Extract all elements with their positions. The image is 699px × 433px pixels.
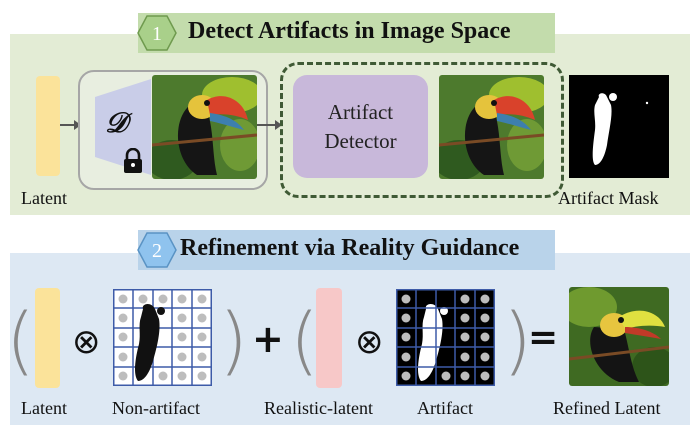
label-latent-top: Latent [21,188,67,208]
otimes-operator-1: ⊗ [72,322,101,362]
refined-latent-image [569,287,669,386]
latent-top [36,76,60,176]
non-artifact-grid [113,289,212,386]
step2-hexagon: 2 [137,232,177,268]
artifact-grid [396,289,495,386]
label-artifact-mask: Artifact Mask [558,188,659,208]
lock-icon [124,148,142,173]
artifact-detector: Artifact Detector [293,75,428,178]
latent-bottom [35,288,60,388]
decoded-image [152,75,257,179]
paren-open-1: ( [6,298,35,384]
detector-label-line1: Artifact [327,99,394,124]
equals-operator: = [528,317,559,358]
label-realistic-latent: Realistic-latent [264,398,373,418]
detector-dashed-box [280,62,564,198]
step2-title: Refinement via Reality Guidance [180,235,520,261]
step1-number: 1 [152,23,162,45]
label-non-artifact: Non-artifact [112,398,200,418]
arrow-latent-to-decoder [60,120,81,130]
paren-close-1: ) [219,298,248,384]
arrow-decoder-to-detector [257,120,282,130]
artifact-mask-image [569,75,669,178]
step1-title: Detect Artifacts in Image Space [188,18,511,44]
detector-label-line2: Detector [324,128,397,153]
label-refined-latent: Refined Latent [553,398,661,418]
plus-operator: + [252,317,284,361]
step2-number: 2 [152,240,162,262]
label-latent-bottom: Latent [21,398,67,418]
step1-hexagon: 1 [137,15,177,51]
paren-open-2: ( [290,298,319,384]
label-artifact: Artifact [417,398,473,418]
paren-close-2: ) [503,298,532,384]
decoder-symbol: 𝒟 [105,106,128,139]
realistic-latent [316,288,342,388]
otimes-operator-2: ⊗ [355,322,384,362]
step2-banner [138,230,555,270]
detector-input-image [439,75,544,179]
step1-banner [138,13,555,53]
